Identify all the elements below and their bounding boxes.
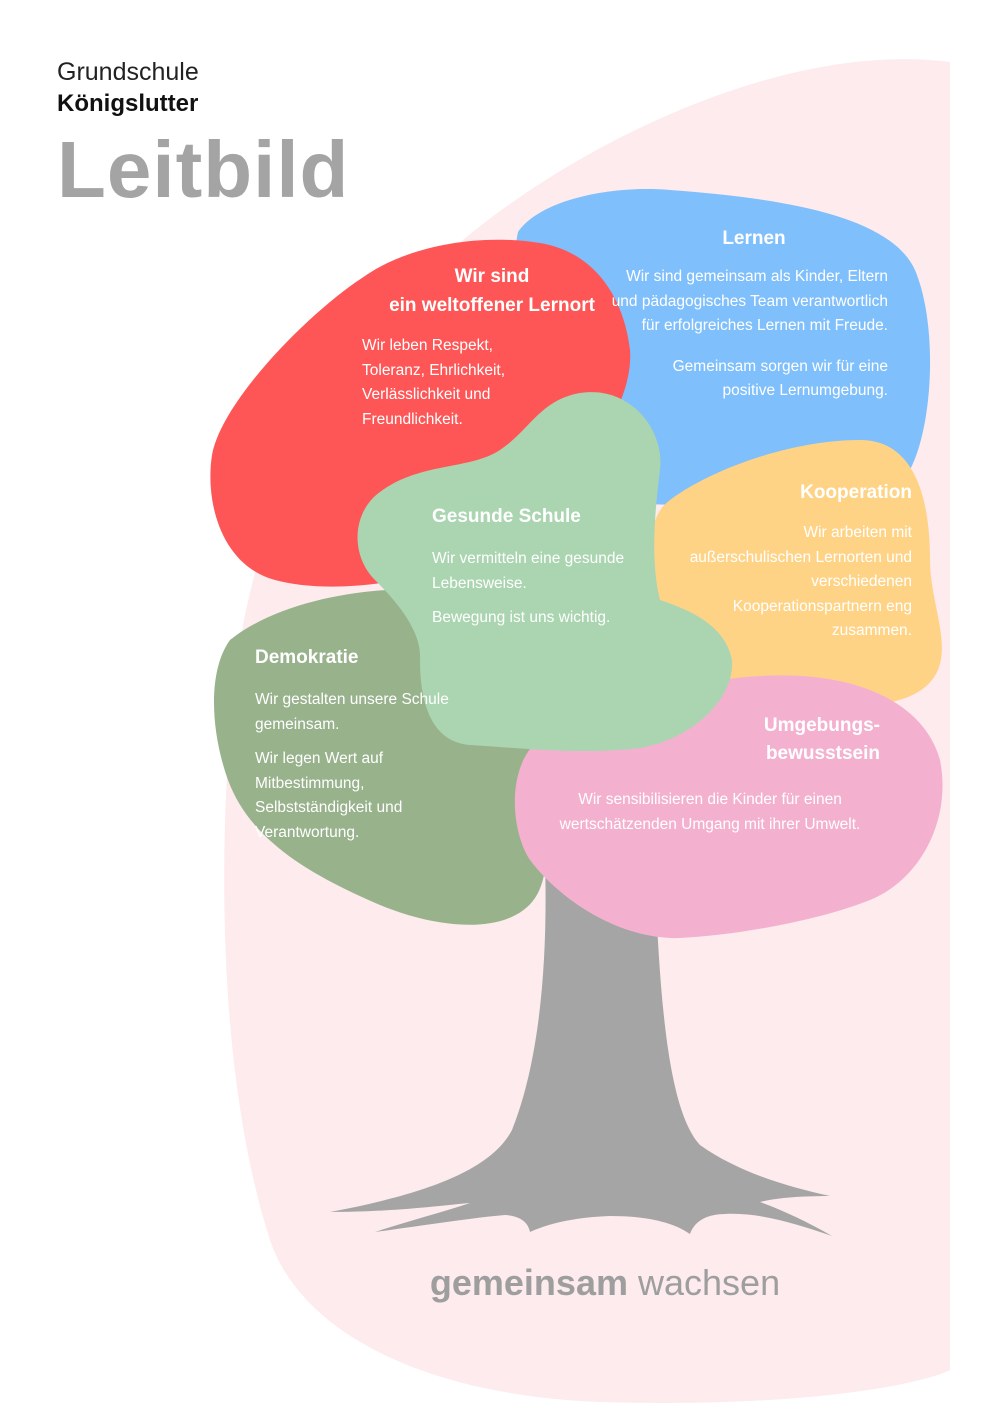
text-gesund: Gesunde Schule Wir vermitteln eine gesun…	[432, 502, 657, 641]
heading-weltoffen-line1: Wir sind	[454, 266, 530, 287]
heading-weltoffen-line2: ein weltoffener Lernort	[389, 295, 595, 316]
body-demokratie-1: Wir gestalten unsere Schule gemeinsam.	[255, 691, 449, 733]
body-lernen-1: Wir sind gemeinsam als Kinder, Eltern un…	[611, 268, 888, 334]
school-name-line1: Grundschule	[57, 58, 199, 86]
heading-gesund: Gesunde Schule	[432, 506, 581, 527]
text-demokratie: Demokratie Wir gestalten unsere Schule g…	[255, 643, 465, 855]
text-kooperation: Kooperation Wir arbeiten mit außerschuli…	[680, 478, 912, 654]
page-title: Leitbild	[57, 125, 350, 214]
body-weltoffen: Wir leben Respekt, Toleranz, Ehrlichkeit…	[362, 337, 506, 428]
slogan: gemeinsam wachsen	[0, 1262, 1000, 1304]
slogan-bold: gemeinsam	[429, 1262, 628, 1303]
school-name-line2: Königslutter	[57, 90, 199, 117]
slogan-light: wachsen	[638, 1262, 781, 1303]
body-umgebung: Wir sensibilisieren die Kinder für einen…	[559, 791, 861, 833]
body-gesund-2: Bewegung ist uns wichtig.	[432, 609, 611, 626]
heading-kooperation: Kooperation	[800, 482, 912, 503]
heading-umgebung-line1: Umgebungs-	[763, 715, 880, 736]
heading-lernen: Lernen	[722, 228, 786, 249]
text-lernen: Lernen Wir sind gemeinsam als Kinder, El…	[606, 224, 888, 420]
heading-weltoffen: Wir sind ein weltoffener Lernort	[362, 262, 622, 320]
text-umgebung: Umgebungs- bewusstsein Wir sensibilisier…	[540, 712, 880, 847]
body-lernen-2: Gemeinsam sorgen wir für eine positive L…	[672, 357, 888, 400]
heading-umgebung: Umgebungs- bewusstsein	[540, 712, 880, 768]
body-demokratie-2: Wir legen Wert auf Mitbestimmung, Selbst…	[255, 750, 403, 841]
blob-gesund	[357, 392, 733, 752]
text-weltoffen: Wir sind ein weltoffener Lernort Wir leb…	[362, 262, 622, 442]
heading-demokratie: Demokratie	[255, 647, 359, 668]
tree-trunk-icon	[330, 860, 832, 1236]
body-kooperation: Wir arbeiten mit außerschulischen Lernor…	[689, 524, 912, 639]
heading-umgebung-line2: bewusstsein	[765, 743, 880, 764]
body-gesund-1: Wir vermitteln eine gesunde Lebensweise.	[432, 550, 625, 592]
